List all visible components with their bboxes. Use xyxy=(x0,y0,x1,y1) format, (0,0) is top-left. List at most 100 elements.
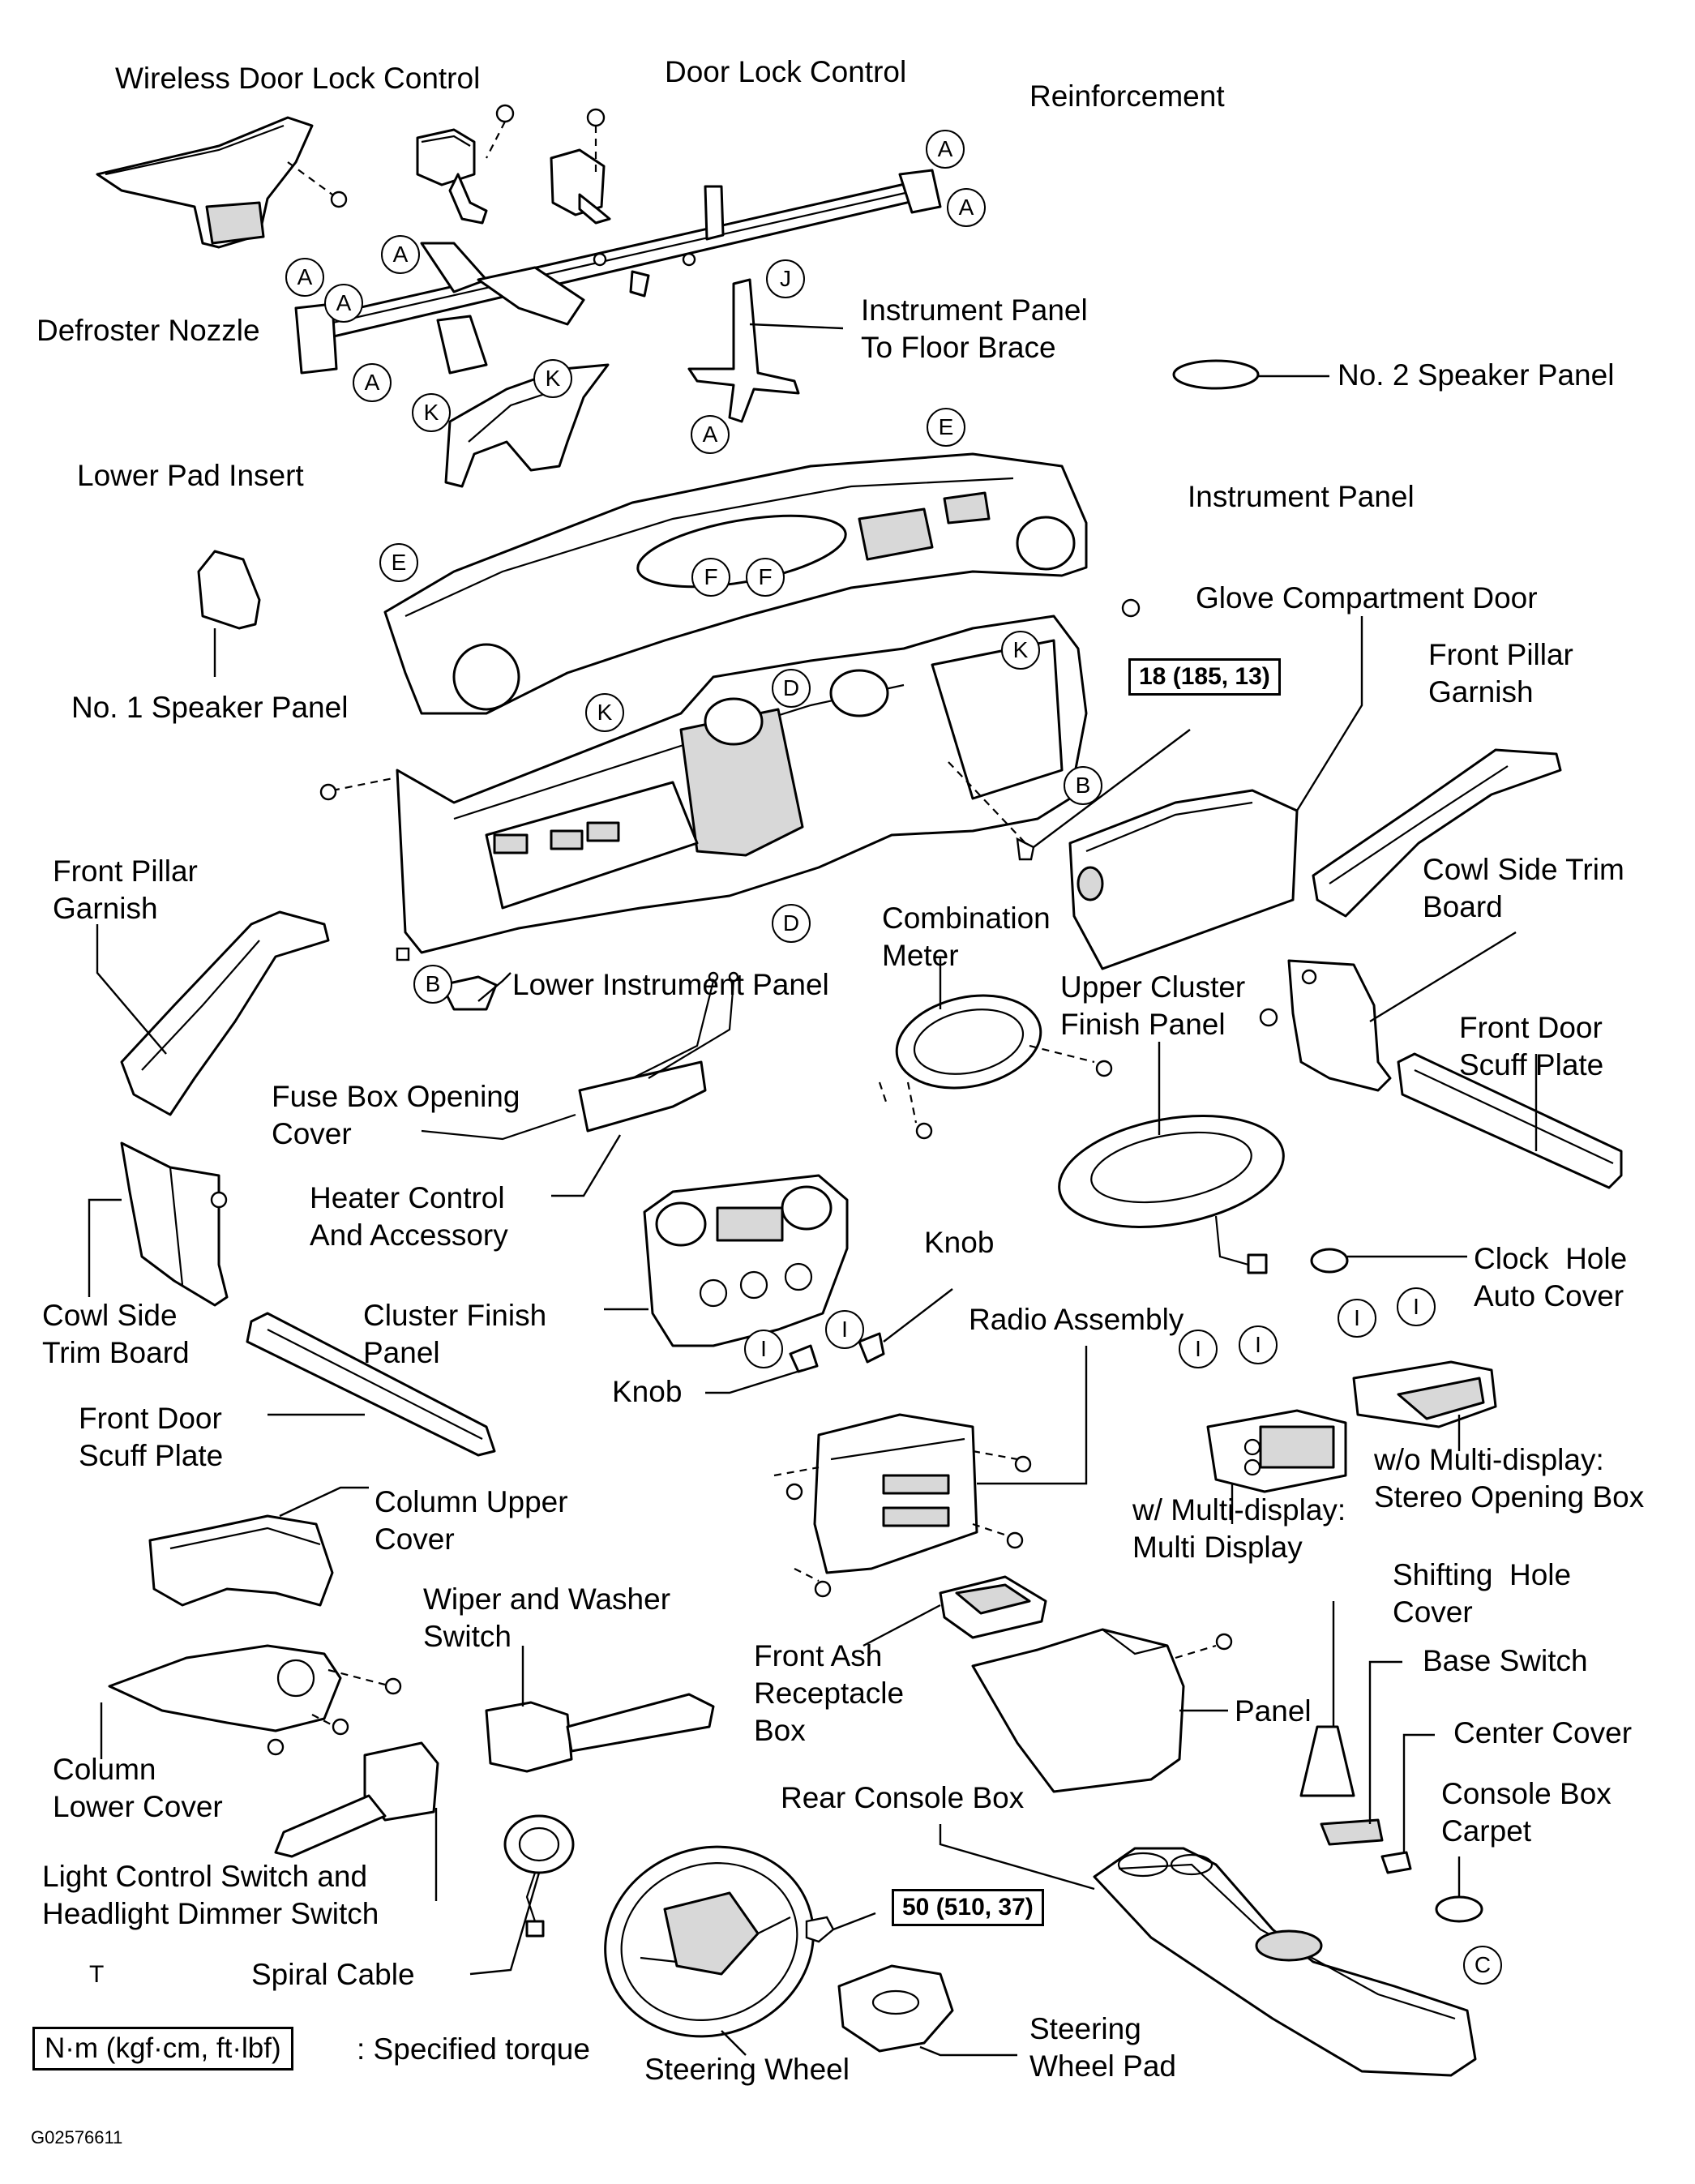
glove-bolt xyxy=(1016,837,1035,861)
callout-i: I xyxy=(1239,1325,1278,1364)
label-cowl-side-trim-board-left: Cowl Side Trim Board xyxy=(42,1299,190,1369)
callout-e: E xyxy=(379,543,418,582)
defroster-nozzle xyxy=(96,116,348,249)
front-ash-receptacle-box xyxy=(939,1575,1047,1639)
clock-hole-auto-cover xyxy=(1310,1248,1349,1274)
label-front-pillar-garnish-left: Front Pillar Garnish xyxy=(53,854,198,925)
callout-d: D xyxy=(772,904,811,943)
callout-i: I xyxy=(825,1310,864,1349)
combination-meter xyxy=(895,994,1042,1090)
callout-a: A xyxy=(381,235,420,274)
light-control-switch xyxy=(274,1741,439,1858)
rear-console-box xyxy=(1093,1847,1477,2077)
heater-control xyxy=(421,971,739,1141)
multi-display xyxy=(1206,1409,1347,1493)
callout-k: K xyxy=(1001,631,1040,670)
figure-id: G02576611 xyxy=(31,2127,123,2148)
label-lower-pad-insert: Lower Pad Insert xyxy=(77,459,304,492)
label-column-upper-cover: Column Upper Cover xyxy=(375,1485,568,1556)
no1-speaker-panel xyxy=(197,550,261,630)
knob-upper-part xyxy=(858,1332,885,1364)
steering-wheel-pad xyxy=(837,1964,954,2053)
lower-instrument-panel xyxy=(396,615,1088,961)
label-base-switch: Base Switch xyxy=(1423,1644,1588,1677)
base-switch xyxy=(1320,1818,1384,1846)
instrument-panel xyxy=(383,452,1088,715)
label-rear-console-box: Rear Console Box xyxy=(781,1781,1025,1814)
label-panel: Panel xyxy=(1235,1694,1312,1728)
callout-a: A xyxy=(353,363,392,402)
console-box-carpet xyxy=(1435,1895,1483,1923)
callout-a: A xyxy=(691,415,730,454)
center-cover xyxy=(1380,1851,1412,1874)
label-cluster-finish-panel: Cluster Finish Panel xyxy=(363,1299,547,1369)
callout-k: K xyxy=(533,359,572,398)
label-spiral-cable: Spiral Cable xyxy=(251,1958,415,1991)
torque-glove-box-bolt: 18 (185, 13) xyxy=(1128,658,1281,696)
callout-e: E xyxy=(927,408,965,447)
shifting-hole-cover xyxy=(1299,1725,1355,1797)
callout-a: A xyxy=(285,258,324,297)
callout-a: A xyxy=(926,130,965,169)
lower-pad-insert xyxy=(444,363,610,488)
label-defroster-nozzle: Defroster Nozzle xyxy=(36,314,260,347)
stereo-opening-box xyxy=(1352,1360,1497,1428)
callout-f: F xyxy=(691,558,730,597)
label-reinforcement: Reinforcement xyxy=(1029,79,1225,113)
label-door-lock-control: Door Lock Control xyxy=(665,55,907,88)
spiral-cable xyxy=(503,1814,575,1938)
label-instrument-panel: Instrument Panel xyxy=(1188,480,1415,513)
torque-legend-box: N·m (kgf·cm, ft·lbf) xyxy=(32,2027,293,2071)
glove-compartment-door xyxy=(1068,789,1299,970)
console-panel xyxy=(971,1628,1233,1793)
label-glove-compartment-door: Glove Compartment Door xyxy=(1196,581,1538,615)
label-center-cover: Center Cover xyxy=(1453,1716,1633,1749)
callout-j: J xyxy=(766,259,805,298)
reinforcement-beam xyxy=(294,169,942,375)
label-no2-speaker-panel: No. 2 Speaker Panel xyxy=(1338,358,1615,392)
callout-a: A xyxy=(324,284,363,323)
label-front-ash-receptacle-box: Front Ash Receptacle Box xyxy=(754,1639,905,1747)
label-front-door-scuff-plate-left: Front Door Scuff Plate xyxy=(79,1402,224,1472)
torque-legend-text: : Specified torque xyxy=(357,2032,590,2066)
label-clock-hole-auto-cover: Clock Hole Auto Cover xyxy=(1474,1242,1628,1313)
callout-i: I xyxy=(1397,1287,1436,1326)
callout-b: B xyxy=(1064,766,1102,805)
steering-wheel xyxy=(604,1845,815,2038)
label-lower-instrument-panel: Lower Instrument Panel xyxy=(512,968,829,1001)
label-steering-wheel-pad: Steering Wheel Pad xyxy=(1029,2012,1176,2083)
column-upper-cover xyxy=(148,1514,334,1607)
callout-d: D xyxy=(772,669,811,708)
label-no1-speaker-panel: No. 1 Speaker Panel xyxy=(71,691,349,724)
label-console-box-carpet: Console Box Carpet xyxy=(1441,1777,1612,1848)
callout-c: C xyxy=(1463,1946,1502,1985)
label-front-door-scuff-plate-right: Front Door Scuff Plate xyxy=(1459,1011,1604,1081)
upper-cluster-finish-panel xyxy=(1058,1115,1285,1274)
steering-nut xyxy=(805,1916,835,1943)
callout-a: A xyxy=(947,188,986,227)
front-pillar-garnish-right xyxy=(1312,748,1562,918)
torque-steering-wheel-nut: 50 (510, 37) xyxy=(892,1889,1044,1926)
floor-brace xyxy=(687,278,844,423)
label-instrument-panel-to-floor-brace: Instrument Panel To Floor Brace xyxy=(861,293,1088,364)
stray-mark: T xyxy=(89,1961,105,1988)
label-front-pillar-garnish-right: Front Pillar Garnish xyxy=(1428,638,1573,709)
label-column-lower-cover: Column Lower Cover xyxy=(53,1753,223,1823)
callout-i: I xyxy=(1179,1330,1218,1368)
label-wireless-door-lock-control: Wireless Door Lock Control xyxy=(115,62,481,95)
label-radio-assembly: Radio Assembly xyxy=(969,1303,1184,1336)
label-knob-lower: Knob xyxy=(612,1375,683,1408)
wireless-door-lock-control xyxy=(416,104,515,225)
callout-k: K xyxy=(412,393,451,432)
label-shifting-hole-cover: Shifting Hole Cover xyxy=(1393,1558,1572,1629)
label-steering-wheel: Steering Wheel xyxy=(644,2053,850,2086)
label-knob-upper: Knob xyxy=(924,1226,995,1259)
label-wo-multi-display: w/o Multi-display: Stereo Opening Box xyxy=(1374,1443,1645,1514)
label-cowl-side-trim-board-right: Cowl Side Trim Board xyxy=(1423,853,1624,923)
callout-b: B xyxy=(413,965,452,1004)
wiper-washer-switch xyxy=(485,1693,715,1773)
column-lower-cover xyxy=(108,1644,402,1756)
label-fuse-box-opening-cover: Fuse Box Opening Cover xyxy=(272,1080,520,1150)
